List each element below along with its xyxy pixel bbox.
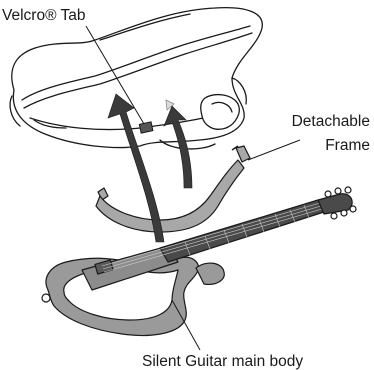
velcro-tab-label: Velcro® Tab [2, 7, 86, 24]
detachable-frame-leader [248, 140, 300, 160]
velcro-tab [139, 122, 153, 133]
detachable-frame [96, 146, 250, 232]
main-body-label: Silent Guitar main body [142, 353, 303, 370]
detachable-frame-label-line1: Detachable [292, 113, 370, 130]
detachable-frame-label-line2: Frame [325, 137, 370, 154]
gig-bag [10, 8, 262, 149]
